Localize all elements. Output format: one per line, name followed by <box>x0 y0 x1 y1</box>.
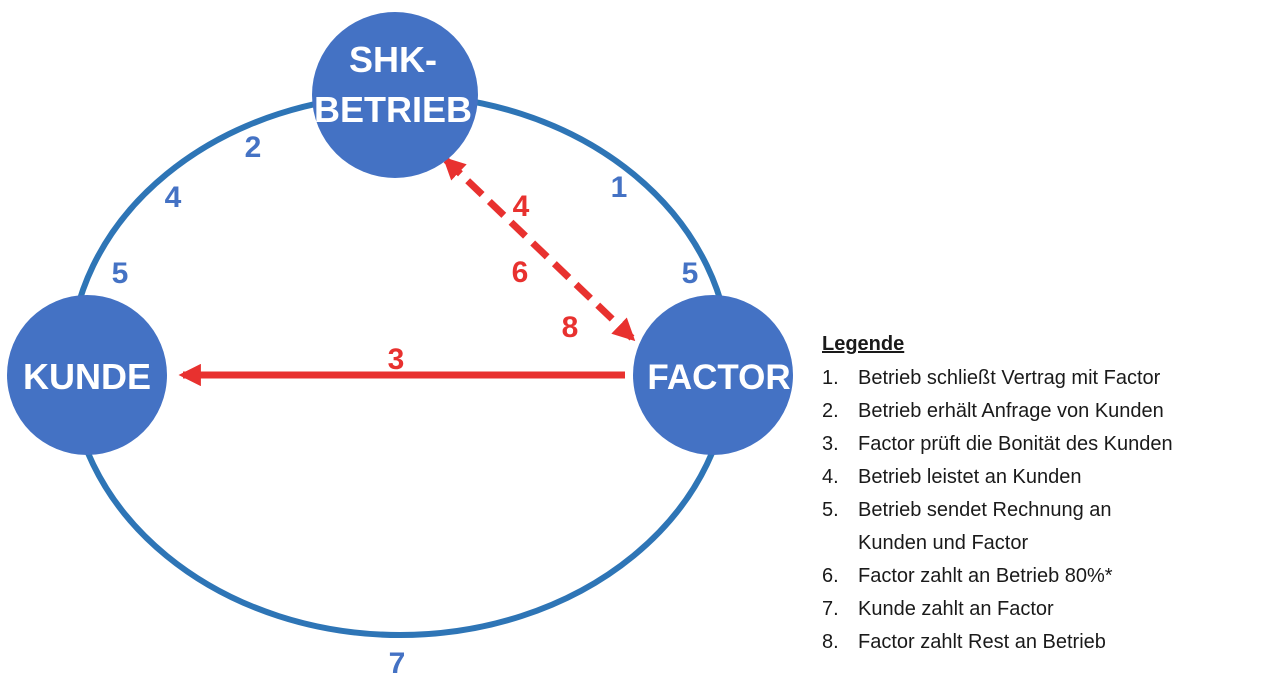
node-kunde: KUNDE <box>7 295 167 455</box>
node-shk-betrieb-label-line2: BETRIEB <box>314 89 472 130</box>
node-kunde-circle <box>7 295 167 455</box>
legend-item-text: Betrieb erhält Anfrage von Kunden <box>858 400 1164 422</box>
ring-number-5-right: 5 <box>682 257 699 290</box>
legend-item-number: 4. <box>822 466 839 488</box>
arrow-betrieb-factor <box>442 156 636 342</box>
legend-item-2: 2. Betrieb erhält Anfrage von Kunden <box>822 395 1272 428</box>
legend-item-number: 6. <box>822 565 839 587</box>
node-factor-circle <box>633 295 793 455</box>
arrow-number-8: 8 <box>562 311 579 344</box>
node-factor: FACTOR <box>633 295 793 455</box>
legend-item-3: 3. Factor prüft die Bonität des Kunden <box>822 428 1272 461</box>
legend-title: Legende <box>822 333 905 355</box>
arrow-number-3: 3 <box>388 343 405 376</box>
legend-item-8: 8. Factor zahlt Rest an Betrieb <box>822 626 1272 659</box>
legend-item-text: Factor prüft die Bonität des Kunden <box>858 433 1173 455</box>
arrow-number-6: 6 <box>512 256 529 289</box>
node-factor-label: FACTOR <box>647 358 790 397</box>
legend-item-text: Kunden und Factor <box>858 532 1029 554</box>
node-shk-betrieb-label-line1: SHK- <box>349 39 437 80</box>
ring-number-2: 2 <box>245 131 262 164</box>
legend-item-number: 2. <box>822 400 839 422</box>
legend-item-text: Betrieb schließt Vertrag mit Factor <box>858 367 1161 389</box>
ring-number-7: 7 <box>389 647 406 680</box>
legend-item-text: Betrieb leistet an Kunden <box>858 466 1082 488</box>
legend-item-7: 7. Kunde zahlt an Factor <box>822 593 1272 626</box>
legend-item-text: Factor zahlt Rest an Betrieb <box>858 631 1106 653</box>
legend-item-number: 3. <box>822 433 839 455</box>
legend-item-5-continued: Kunden und Factor <box>822 527 1272 560</box>
legend-item-5: 5. Betrieb sendet Rechnung an <box>822 494 1272 527</box>
legend-item-number: 1. <box>822 367 839 389</box>
legend-item-text: Kunde zahlt an Factor <box>858 598 1054 620</box>
legend-list: 1. Betrieb schließt Vertrag mit Factor 2… <box>822 362 1272 659</box>
node-shk-betrieb-circle <box>312 12 478 178</box>
legend-item-number: 8. <box>822 631 839 653</box>
legend-item-1: 1. Betrieb schließt Vertrag mit Factor <box>822 362 1272 395</box>
node-kunde-label: KUNDE <box>23 356 151 397</box>
arrow-number-4: 4 <box>513 190 530 223</box>
ring-number-1: 1 <box>611 171 628 204</box>
legend-item-4: 4. Betrieb leistet an Kunden <box>822 461 1272 494</box>
ring-number-4: 4 <box>165 181 182 214</box>
legend-item-text: Factor zahlt an Betrieb 80%* <box>858 565 1113 587</box>
legend-item-number: 5. <box>822 499 839 521</box>
legend-item-number: 7. <box>822 598 839 620</box>
legend-item-6: 6. Factor zahlt an Betrieb 80%* <box>822 560 1272 593</box>
legend-item-text: Betrieb sendet Rechnung an <box>858 499 1112 521</box>
legend: Legende 1. Betrieb schließt Vertrag mit … <box>822 330 1272 659</box>
node-shk-betrieb: SHK- BETRIEB <box>312 12 478 178</box>
ring-number-5-left: 5 <box>112 257 129 290</box>
